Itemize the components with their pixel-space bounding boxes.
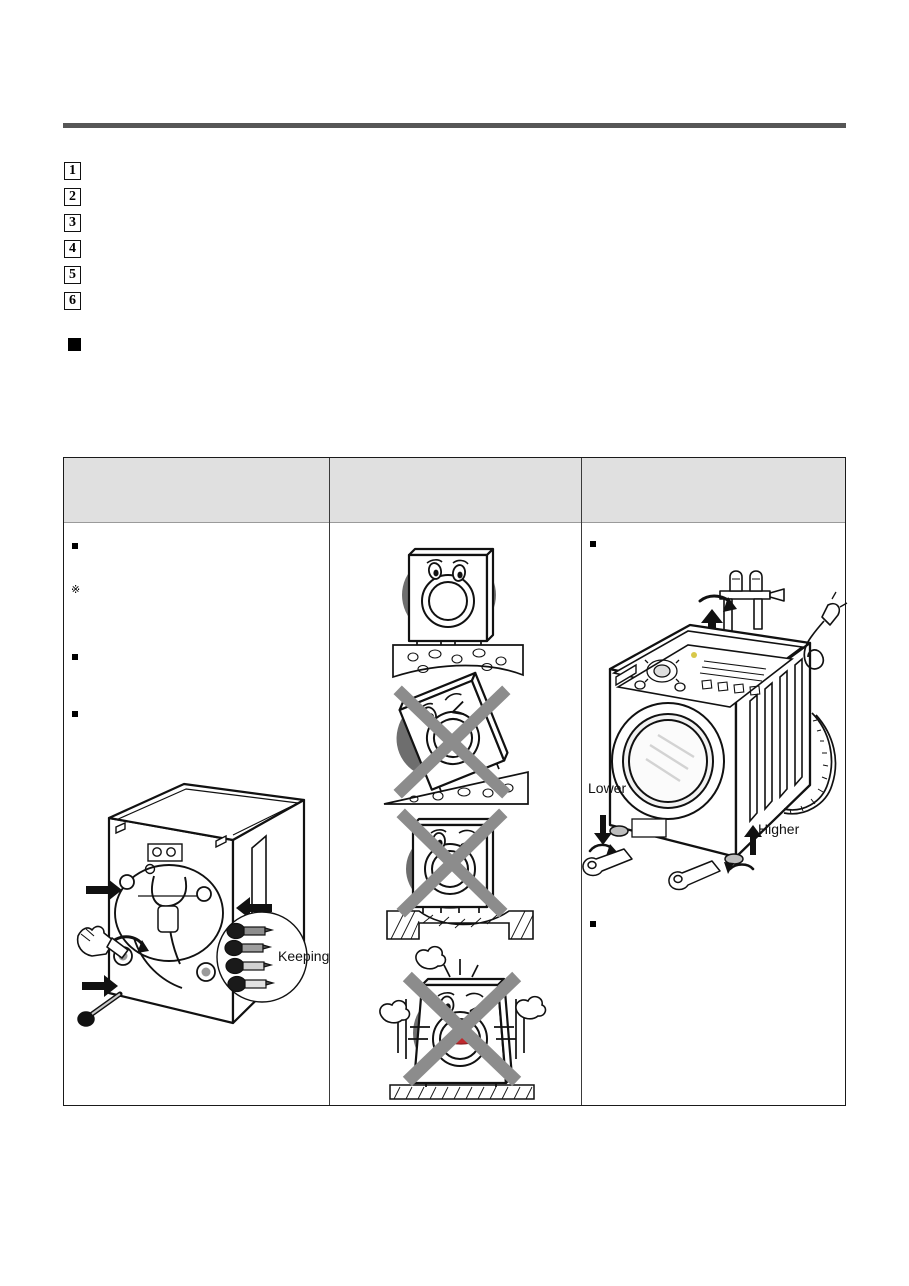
step-item: 3 <box>64 210 90 236</box>
table-cell-shipping-bolts: ※ <box>64 523 329 1105</box>
table-cell-levelling-feet: Lower Higher <box>582 523 848 1105</box>
table-column-divider <box>581 458 582 1105</box>
table-column-divider <box>329 458 330 1105</box>
table-header-cell-1 <box>64 458 329 523</box>
step-number-box: 3 <box>64 214 81 232</box>
step-item: 4 <box>64 236 90 262</box>
figure-washer-vibrating-on-carpet-not-allowed <box>366 941 556 1111</box>
header-rule <box>63 123 846 128</box>
table-cell-floor-conditions <box>330 523 581 1105</box>
table-header-cell-3 <box>582 458 846 523</box>
step-number-box: 1 <box>64 162 81 180</box>
figure-washer-rear-shipping-bolts <box>76 778 326 1058</box>
bullet-icon <box>590 541 596 547</box>
bullet-icon <box>72 654 78 660</box>
step-item: 1 <box>64 158 90 184</box>
figure-washer-tilted-slope-not-allowed <box>378 668 538 808</box>
table-header-row <box>64 458 845 523</box>
step-number-box: 5 <box>64 266 81 284</box>
square-bullet-icon <box>68 338 81 351</box>
step-item: 5 <box>64 262 90 288</box>
installation-table: ※ <box>63 457 848 1106</box>
figure-washer-front-levelling-feet <box>582 563 848 893</box>
step-number-box: 2 <box>64 188 81 206</box>
bullet-icon <box>72 711 78 717</box>
bullet-icon <box>590 921 596 927</box>
bullet-icon <box>72 543 78 549</box>
keeping-label: Keeping <box>278 948 330 964</box>
figure-washer-curved-floor-not-allowed <box>383 808 538 941</box>
table-header-cell-2 <box>330 458 581 523</box>
numbered-step-list: 1 2 3 4 5 6 <box>64 158 90 314</box>
lower-label: Lower <box>588 780 627 796</box>
reference-mark-icon: ※ <box>71 584 81 596</box>
step-item: 6 <box>64 288 90 314</box>
higher-label: Higher <box>758 821 800 837</box>
step-item: 2 <box>64 184 90 210</box>
figure-washer-level-floor-ok <box>383 533 533 679</box>
step-number-box: 6 <box>64 292 81 310</box>
step-number-box: 4 <box>64 240 81 258</box>
